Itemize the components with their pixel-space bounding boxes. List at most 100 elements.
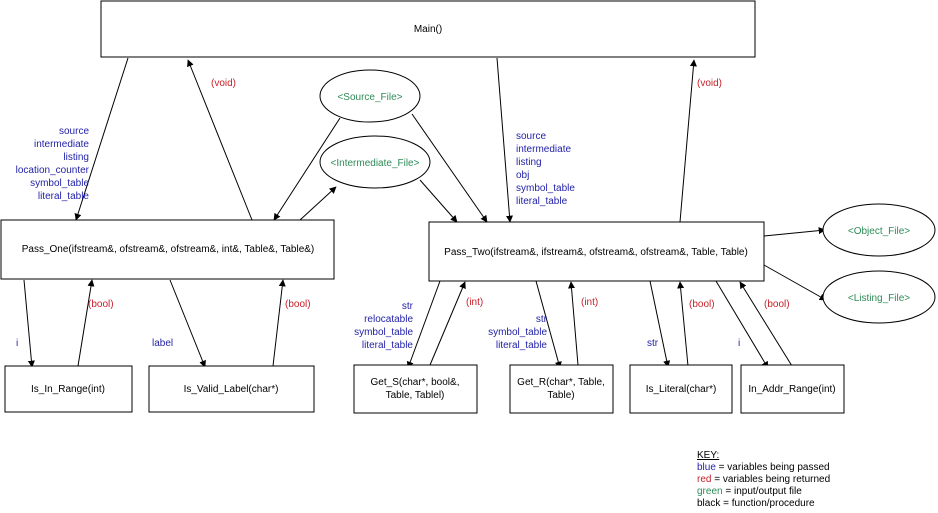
get-r-label-line2: Table) [547, 390, 574, 401]
var-label: source [516, 131, 546, 142]
var-label: symbol_table [488, 327, 547, 338]
pass-two-box [428, 221, 765, 282]
return-label: (int) [581, 297, 598, 308]
key-green-word: green [697, 486, 723, 497]
file-ellipses [319, 69, 936, 324]
key-red-desc: = variables being returned [711, 474, 831, 485]
var-label: obj [516, 170, 529, 181]
main-to-pass-two-vars: source intermediate listing obj symbol_t… [516, 131, 575, 207]
listing-file-label: <Listing_File> [848, 293, 910, 304]
arrow-main-to-pass-one [74, 57, 129, 221]
var-label: listing [516, 157, 542, 168]
is-valid-label-box [148, 365, 315, 413]
return-label: (bool) [285, 299, 311, 310]
arrow-source-to-pass-two [411, 113, 488, 223]
key-black-word: black [697, 498, 721, 509]
object-file-label: <Object_File> [848, 226, 910, 237]
function-labels: Main() Pass_One(ifstream&, ofstream&, of… [22, 24, 836, 401]
pass-two-label: Pass_Two(ifstream&, ifstream&, ofstream&… [444, 247, 748, 258]
key-title: KEY: [697, 450, 720, 461]
var-label: i [738, 338, 740, 349]
listing-file-ellipse [822, 270, 936, 324]
key-row-green: green = input/output file [697, 486, 830, 498]
in-addr-range-label: In_Addr_Range(int) [748, 384, 835, 395]
var-label: relocatable [364, 314, 413, 325]
var-label: intermediate [34, 139, 89, 150]
var-label: source [59, 126, 89, 137]
arrow-is-literal-to-pass-two [677, 281, 689, 367]
return-label: (void) [211, 78, 236, 89]
arrow-pass-one-to-is-valid-label [169, 279, 206, 368]
arrow-pass-two-to-main [679, 59, 697, 223]
key-row-blue: blue = variables being passed [697, 462, 830, 474]
source-file-ellipse [319, 69, 421, 123]
is-literal-label: Is_Literal(char*) [646, 384, 717, 395]
arrow-pass-one-to-is-in-range [23, 279, 35, 368]
file-labels: <Source_File> <Intermediate_File> <Objec… [331, 92, 911, 304]
function-boxes [0, 0, 845, 414]
is-literal-box [629, 364, 733, 414]
arrow-pass-one-to-main [187, 59, 253, 221]
arrow-pass-two-to-get-s [406, 280, 441, 369]
key-blue-desc: = variables being passed [715, 462, 830, 473]
arrow-pass-two-to-in-addr-range [715, 280, 769, 369]
var-label: listing [63, 152, 89, 163]
intermediate-file-ellipse [319, 135, 431, 189]
pass-two-to-get-s-vars: str relocatable symbol_table literal_tab… [354, 301, 414, 351]
object-file-ellipse [822, 203, 936, 257]
get-r-box [509, 364, 614, 414]
var-label: location_counter [16, 165, 90, 176]
key-green-desc: = input/output file [722, 486, 802, 497]
main-to-pass-one-vars: source intermediate listing location_cou… [16, 126, 90, 202]
arrow-is-valid-label-to-pass-one [272, 279, 286, 367]
call-arrows [23, 57, 827, 369]
arrow-is-in-range-to-pass-one [77, 279, 95, 367]
pass-one-label: Pass_One(ifstream&, ofstream&, ofstream&… [22, 244, 315, 255]
in-addr-range-box [740, 364, 845, 414]
get-r-label-line1: Get_R(char*, Table, [517, 377, 605, 388]
var-label: i [16, 338, 18, 349]
arrow-pass-two-to-object [763, 227, 826, 237]
var-label: literal_table [516, 196, 568, 207]
return-label: (void) [697, 78, 722, 89]
return-label: (bool) [764, 299, 790, 310]
source-file-label: <Source_File> [337, 92, 402, 103]
key-blue-word: blue [697, 462, 716, 473]
var-label: literal_table [38, 191, 90, 202]
passed-labels: source intermediate listing location_cou… [16, 126, 741, 351]
var-label: str [402, 301, 414, 312]
key-legend: KEY: blue = variables being passed red =… [697, 450, 830, 510]
return-label: (int) [466, 297, 483, 308]
arrow-source-to-pass-one [273, 117, 341, 221]
get-s-box [353, 364, 478, 414]
get-s-label-line1: Get_S(char*, bool&, [371, 377, 460, 388]
var-label: symbol_table [516, 183, 575, 194]
main-label: Main() [414, 24, 442, 35]
is-in-range-label: Is_In_Range(int) [31, 384, 105, 395]
key-red-word: red [697, 474, 712, 485]
var-label: label [152, 338, 173, 349]
return-label: (bool) [689, 299, 715, 310]
var-label: str [647, 338, 659, 349]
arrow-intermediate-to-pass-two [419, 179, 458, 223]
var-label: symbol_table [354, 327, 413, 338]
intermediate-file-label: <Intermediate_File> [331, 158, 420, 169]
get-s-label-line2: Table, Tablel) [386, 390, 445, 401]
var-label: literal_table [496, 340, 548, 351]
arrow-in-addr-range-to-pass-two [739, 281, 793, 367]
arrow-pass-two-to-is-literal [649, 280, 671, 368]
is-valid-label-label: Is_Valid_Label(char*) [184, 384, 279, 395]
var-label: intermediate [516, 144, 571, 155]
arrow-pass-two-to-get-r [535, 280, 562, 369]
returned-labels: (void) (void) (bool) (bool) (int) (int) … [88, 78, 790, 310]
var-label: literal_table [362, 340, 414, 351]
var-label: str [536, 314, 548, 325]
is-in-range-box [4, 365, 133, 413]
arrow-get-r-to-pass-two [568, 281, 579, 366]
var-label: symbol_table [30, 178, 89, 189]
arrow-pass-one-to-intermediate [299, 186, 337, 221]
key-row-red: red = variables being returned [697, 474, 830, 486]
pass-two-to-get-r-vars: str symbol_table literal_table [488, 314, 548, 351]
return-label: (bool) [88, 299, 114, 310]
